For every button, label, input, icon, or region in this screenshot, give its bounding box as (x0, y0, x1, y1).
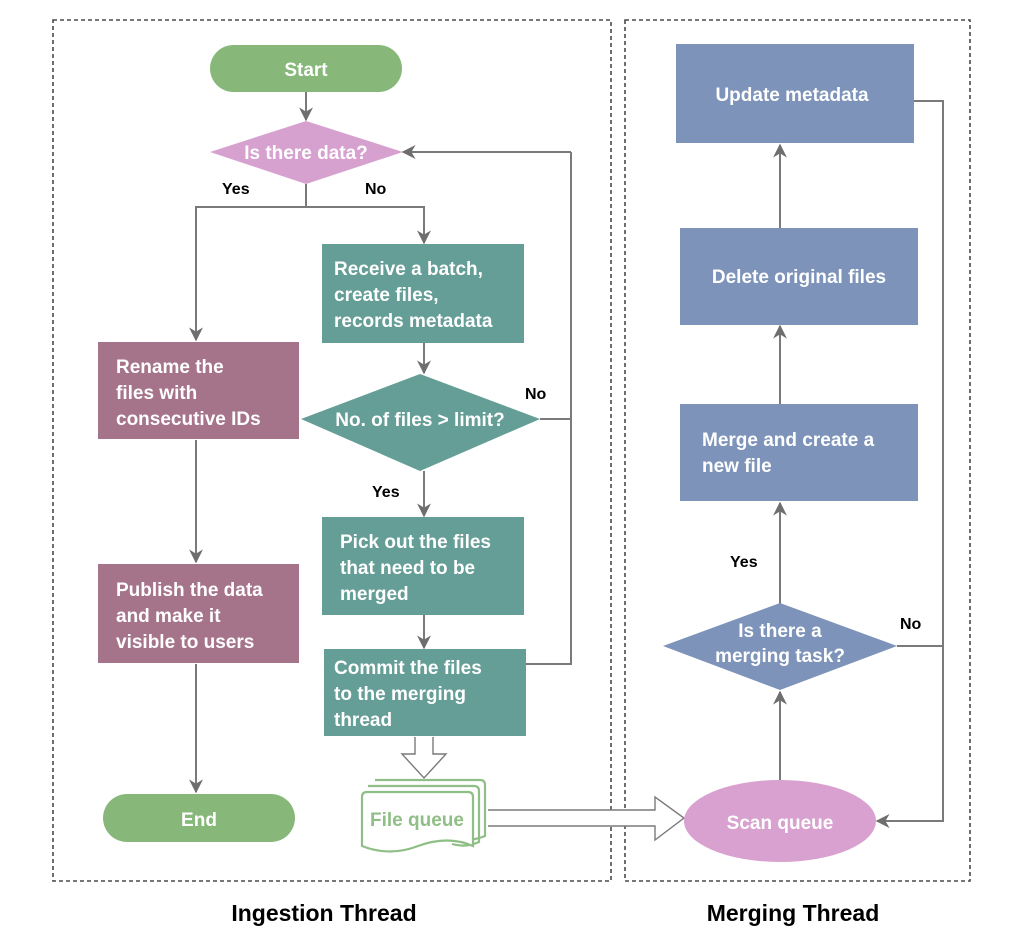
node-end: End (103, 794, 295, 842)
update-metadata-label: Update metadata (715, 85, 869, 106)
rename-process (98, 342, 299, 439)
pick-out-process (322, 517, 524, 615)
file-queue-label: File queue (370, 810, 464, 831)
start-terminal (210, 45, 402, 92)
receive-batch-line-1: Receive a batch, (334, 259, 483, 280)
connectors-merging (773, 100, 944, 828)
node-pick-out: Pick out the files that need to be merge… (322, 517, 524, 615)
connectors-ingestion (189, 92, 572, 794)
receive-batch-line-2: create files, (334, 285, 439, 306)
edge-label-data-yes: Yes (222, 181, 250, 198)
node-is-there-data: Is there data? (210, 121, 403, 184)
node-delete-original: Delete original files (680, 228, 918, 325)
node-commit: Commit the files to the merging thread (324, 649, 526, 736)
file-queue-page-2 (368, 784, 481, 847)
ingestion-lane-title: Ingestion Thread (231, 900, 416, 926)
edge-update-to-scan (875, 100, 944, 828)
commit-line-2: to the merging (334, 684, 466, 705)
delete-original-label: Delete original files (712, 267, 886, 288)
is-there-data-decision (210, 121, 403, 184)
scan-queue-label: Scan queue (727, 813, 834, 834)
node-publish: Publish the data and make it visible to … (98, 564, 299, 663)
edge-label-task-yes: Yes (730, 554, 758, 571)
commit-line-3: thread (334, 710, 392, 731)
node-start: Start (210, 45, 402, 92)
publish-line-3: visible to users (116, 632, 254, 653)
merge-create-line-2: new file (702, 456, 772, 477)
receive-batch-line-3: records metadata (334, 311, 493, 332)
node-scan-queue: Scan queue (684, 780, 876, 862)
merging-lane-title: Merging Thread (707, 900, 880, 926)
node-files-limit: No. of files > limit? (301, 374, 540, 471)
edge-loop-back-line (526, 152, 572, 665)
queue-to-scan-block-arrow (488, 795, 686, 842)
publish-process (98, 564, 299, 663)
node-receive-batch: Receive a batch, create files, records m… (322, 244, 524, 343)
edge-data-yes (189, 184, 307, 342)
rename-line-1: Rename the (116, 357, 224, 378)
delete-original-process (680, 228, 918, 325)
rename-line-2: files with (116, 383, 197, 404)
publish-line-1: Publish the data (116, 580, 263, 601)
node-rename: Rename the files with consecutive IDs (98, 342, 299, 439)
files-limit-decision (301, 374, 540, 471)
merge-create-process (680, 404, 918, 501)
files-limit-label: No. of files > limit? (335, 410, 504, 431)
node-merge-create: Merge and create a new file (680, 404, 918, 501)
merging-task-line-1: Is there a (738, 621, 822, 642)
pick-out-line-3: merged (340, 584, 409, 605)
edge-label-data-no: No (365, 181, 387, 198)
pick-out-line-2: that need to be (340, 558, 475, 579)
pick-out-line-1: Pick out the files (340, 532, 491, 553)
node-merging-task: Is there a merging task? (663, 603, 897, 690)
merging-lane (624, 19, 971, 882)
node-file-queue: File queue (360, 778, 487, 853)
merging-task-line-2: merging task? (715, 646, 845, 667)
edge-label-task-no: No (900, 616, 922, 633)
node-update-metadata: Update metadata (676, 44, 914, 143)
end-terminal (103, 794, 295, 842)
edge-label-limit-no: No (525, 386, 547, 403)
is-there-data-label: Is there data? (244, 143, 368, 164)
merge-create-line-1: Merge and create a (702, 430, 875, 451)
ingestion-lane (52, 19, 612, 882)
end-label: End (181, 810, 217, 831)
merging-task-decision (663, 603, 897, 690)
commit-process (324, 649, 526, 736)
edge-data-no (306, 206, 431, 245)
commit-to-queue-block-arrow (400, 737, 448, 780)
rename-line-3: consecutive IDs (116, 409, 261, 430)
commit-line-1: Commit the files (334, 658, 482, 679)
receive-batch-process (322, 244, 524, 343)
edge-label-limit-yes: Yes (372, 484, 400, 501)
scan-queue-ellipse (684, 780, 876, 862)
update-metadata-process (676, 44, 914, 143)
publish-line-2: and make it (116, 606, 221, 627)
start-label: Start (284, 60, 328, 81)
file-queue-page-1 (360, 790, 475, 853)
